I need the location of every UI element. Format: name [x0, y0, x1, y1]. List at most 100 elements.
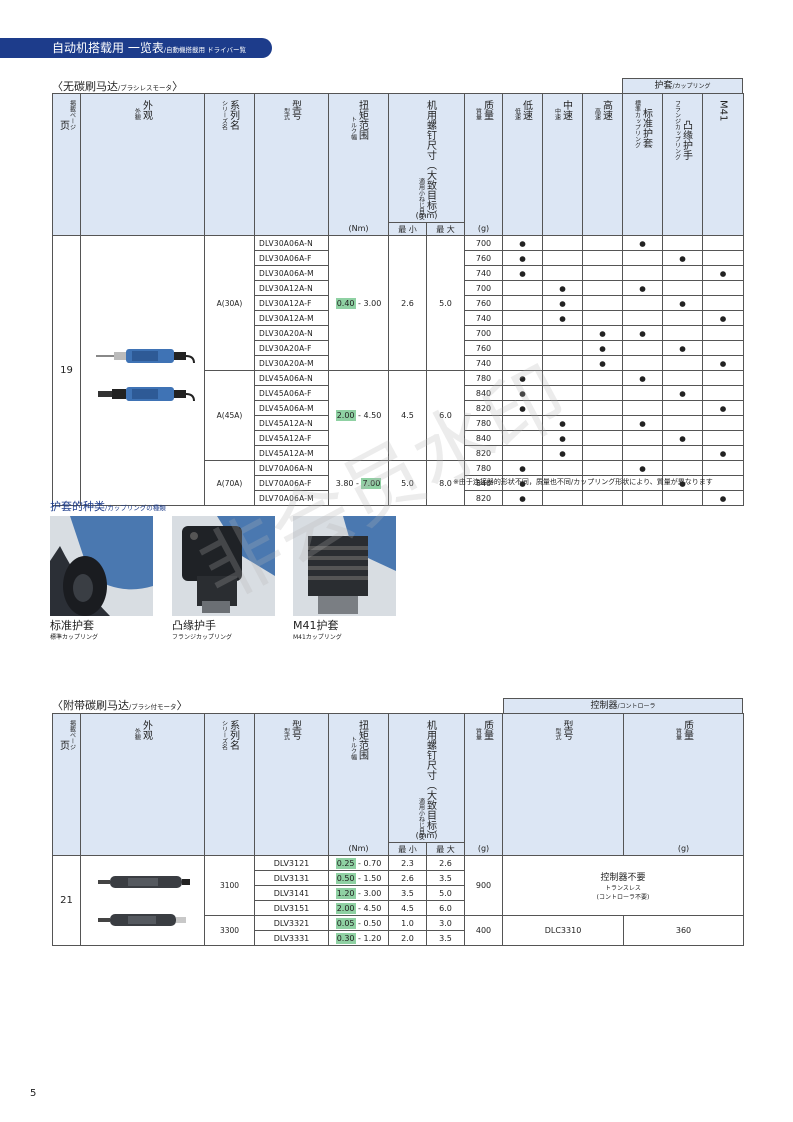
series-3300-cell: 3300: [204, 915, 255, 946]
model-cell: DLV30A12A-N: [254, 280, 329, 296]
std-cell: [622, 445, 663, 461]
hdr2-appearance-label: 外观: [140, 720, 152, 740]
std-coupling-sublabel: 標準カップリング: [50, 634, 99, 641]
high-cell: [582, 310, 623, 326]
torque-sep: -: [353, 478, 362, 488]
std-cell: [622, 250, 663, 266]
m41-cell: [702, 295, 744, 311]
torque-cell: 1.20 - 3.00: [328, 885, 389, 901]
model-cell: DLV45A06A-M: [254, 400, 329, 416]
flange-cell: ●: [662, 295, 703, 311]
hdr-flange-small: フランジカップリング: [673, 100, 681, 160]
std-coupling-label: 标准护套: [50, 619, 94, 632]
torque-cell: 0.25 - 0.70: [328, 855, 389, 871]
hdr2-ctrl-weight-label: 质量: [681, 720, 693, 740]
m41-cell: ●: [702, 400, 744, 416]
hdr2-torque-label: 扭矩范围: [356, 720, 368, 760]
screw-min-cell: 5.0: [388, 460, 427, 506]
mid-cell: [542, 460, 583, 476]
hdr2-weight-label: 质量: [481, 720, 493, 740]
m41-cell: [702, 250, 744, 266]
flange-cell: [662, 355, 703, 371]
hdr-model-label: 型号: [289, 100, 301, 120]
torque-min: 2.00: [335, 410, 356, 421]
low-cell: [502, 430, 543, 446]
mid-cell: [542, 250, 583, 266]
mid-cell: ●: [542, 295, 583, 311]
section1-title-small: /ブラシレスモータ: [118, 84, 173, 92]
mid-cell: [542, 265, 583, 281]
flange-coupling-image: [172, 516, 275, 616]
torque-cell: 0.05 - 0.50: [328, 915, 389, 931]
flange-coupling-label: 凸缘护手: [172, 619, 216, 632]
hdr2-screw: 適用小ねじ目安机用螺钉尺寸（大致目标）(mm): [388, 713, 465, 843]
flange-cell: [662, 370, 703, 386]
banner-subtitle: /自動機搭載用 ドライバー覧: [163, 46, 246, 54]
hdr2-max: 最 大: [426, 842, 465, 856]
high-cell: [582, 460, 623, 476]
ctrl-none-sub1: トランスレス: [605, 885, 641, 892]
screw-max-cell: 6.0: [426, 900, 465, 916]
section2-title-main: 〈附带碳刷马达: [52, 699, 129, 712]
page-banner: 自动机搭载用 一览表/自動機搭載用 ドライバー覧: [0, 38, 272, 58]
appearance-cell: [80, 235, 205, 506]
hdr-m41-label: M41: [717, 100, 729, 122]
hdr2-appearance-small: 外観: [133, 728, 141, 740]
hdr2-ctrl-model-label: 型号: [561, 720, 572, 740]
hdr2-series-label: 系列名: [227, 720, 239, 750]
ctrl-none-sub2: (コントローラ不要): [596, 894, 650, 901]
mid-cell: [542, 355, 583, 371]
low-cell: ●: [502, 490, 543, 506]
hdr2-min: 最 小: [388, 842, 427, 856]
flange-cell: ●: [662, 250, 703, 266]
high-cell: ●: [582, 340, 623, 356]
flange-cell: [662, 310, 703, 326]
page-cell: 19: [52, 235, 81, 506]
torque-max: 7.00: [361, 477, 382, 489]
m41-coupling-image: [293, 516, 396, 616]
torque-min: 3.80: [335, 478, 354, 488]
hdr-m41: M41: [702, 93, 744, 236]
m41-cell: [702, 430, 744, 446]
high-cell: ●: [582, 325, 623, 341]
torque-max: - 4.50: [355, 903, 382, 913]
weight-cell: 780: [464, 415, 503, 431]
screw-min-cell: 4.5: [388, 900, 427, 916]
m41-cell: [702, 235, 744, 251]
torque-cell: 2.00 - 4.50: [328, 370, 389, 461]
std-cell: [622, 400, 663, 416]
high-cell: [582, 385, 623, 401]
controller-header-small: /コントローラ: [617, 703, 656, 710]
hdr2-model: 型式型号: [254, 713, 329, 856]
torque-max: 3.00: [363, 298, 382, 308]
header-row: 页掲載ページ 外観外观 シリーズ名系列名 型式型号 トルク幅扭矩范围(Nm) 適…: [52, 93, 744, 236]
std-coupling-photo: [50, 516, 153, 616]
hdr-high: 高速高速: [582, 93, 623, 236]
std-cell: [622, 385, 663, 401]
hdr-torque-label: 扭矩范围: [356, 100, 368, 140]
high-cell: [582, 415, 623, 431]
mid-cell: [542, 325, 583, 341]
flange-cell: [662, 460, 703, 476]
flange-cell: ●: [662, 385, 703, 401]
torque-min: 2.00: [335, 902, 356, 914]
m41-coupling-label: M41护套: [293, 619, 339, 632]
high-cell: [582, 430, 623, 446]
screw-max-cell: 5.0: [426, 235, 465, 371]
hdr2-weight-small: 質量: [474, 728, 482, 740]
hdr-high-label: 高速: [600, 100, 612, 120]
torque-max: - 0.70: [355, 858, 382, 868]
banner-title: 自动机搭载用 一览表: [52, 41, 164, 55]
section2-title-end: 〉: [176, 699, 188, 712]
hdr-page-small: 掲載ページ: [68, 100, 76, 130]
hdr2-page-label: 页: [57, 740, 69, 750]
torque-min: 0.25: [335, 857, 356, 869]
hdr-screw-label: 机用螺钉尺寸（大致目标）: [424, 100, 436, 220]
